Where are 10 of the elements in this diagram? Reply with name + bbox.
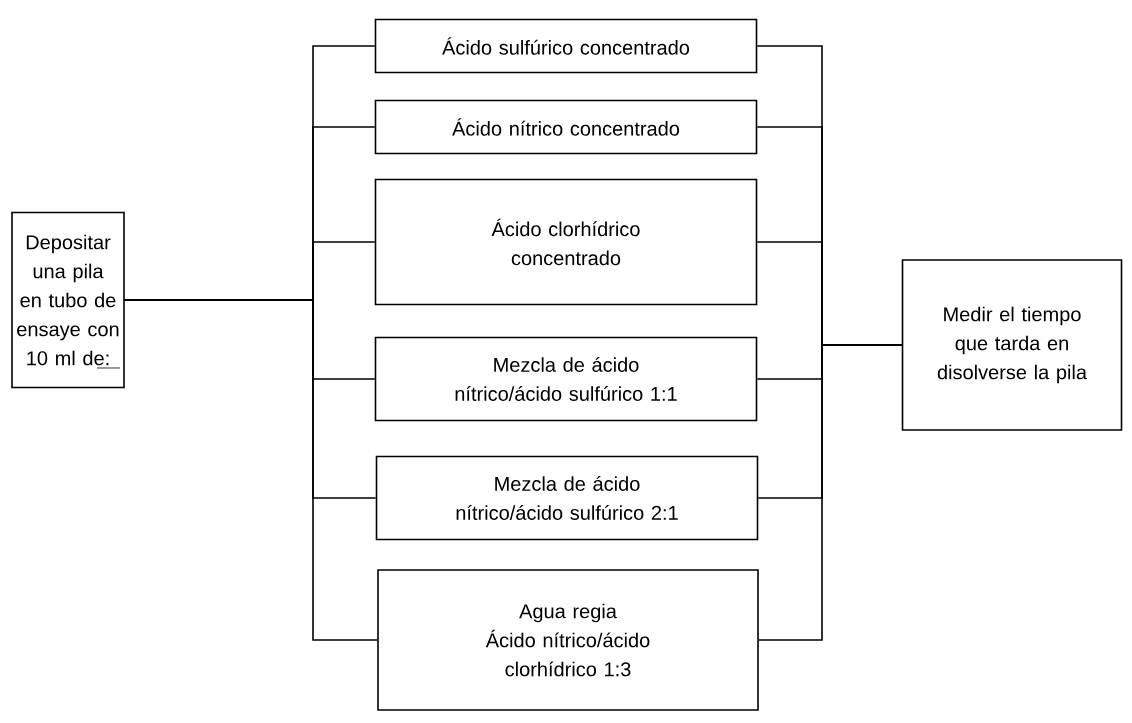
process-box: Ácido sulfúrico concentrado xyxy=(374,18,758,74)
connector xyxy=(124,299,378,641)
process-box: Agua regia Ácido nítrico/ácido clorhídrico 1:3 xyxy=(377,569,759,711)
process-box: Depositar una pila en tubo de ensaye con 10 ml de: xyxy=(11,211,125,389)
process-box: Mezcla de ácido nítrico/ácido sulfúrico 1:1 xyxy=(374,336,758,422)
process-box: Ácido clorhídrico concentrado xyxy=(374,178,758,306)
process-box: Medir el tiempo que tarda en disolverse la pila xyxy=(901,259,1123,431)
process-box: Ácido nítrico concentrado xyxy=(374,99,758,155)
connector xyxy=(758,344,903,641)
process-box: Mezcla de ácido nítrico/ácido sulfúrico 2:1 xyxy=(375,455,759,541)
